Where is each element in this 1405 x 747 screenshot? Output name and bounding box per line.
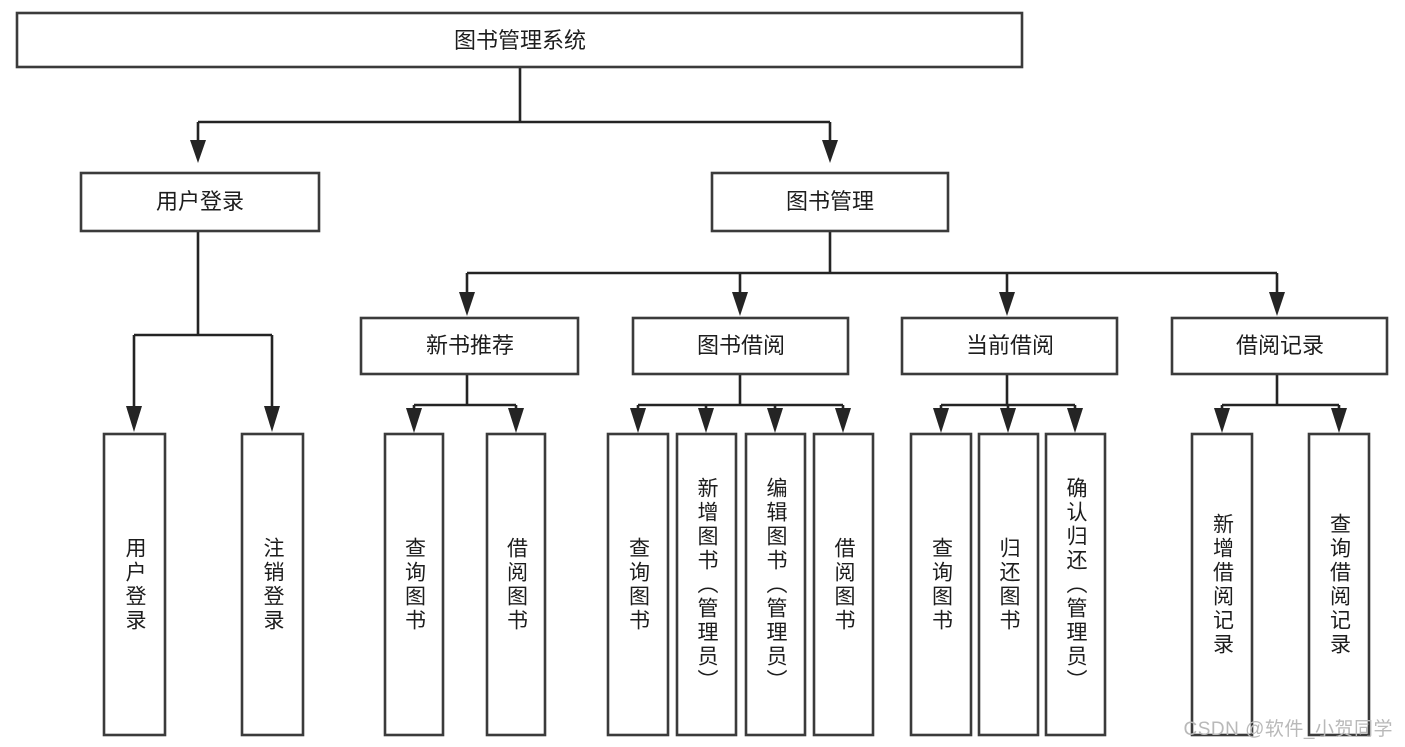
- leaf-bookborrow-borrow[interactable]: [812, 432, 875, 737]
- node-root-label: 图书管理系统: [454, 28, 586, 53]
- leaf-bookborrow-add[interactable]: [675, 432, 738, 737]
- leaf-currentborrow-query[interactable]: [909, 432, 973, 737]
- node-new-book-recommend[interactable]: 新书推荐: [359, 316, 580, 376]
- leaf-currentborrow-return[interactable]: [977, 432, 1040, 737]
- node-new-book-recommend-label: 新书推荐: [426, 333, 514, 358]
- leaf-bookborrow-edit[interactable]: [744, 432, 807, 737]
- connector-root-to-level2: [190, 67, 838, 163]
- connector-userlogin-to-leaves: [126, 231, 280, 432]
- connector-currentborrow-to-leaves: [933, 374, 1083, 433]
- node-book-management[interactable]: 图书管理: [710, 171, 950, 233]
- connector-borrowrecords-to-leaves: [1214, 374, 1347, 433]
- node-borrow-records-label: 借阅记录: [1236, 333, 1324, 358]
- node-user-login[interactable]: 用户登录: [79, 171, 321, 233]
- leaf-currentborrow-confirm[interactable]: [1044, 432, 1107, 737]
- node-current-borrow[interactable]: 当前借阅: [900, 316, 1119, 376]
- node-book-borrow[interactable]: 图书借阅: [631, 316, 850, 376]
- leaf-records-query[interactable]: [1307, 432, 1371, 737]
- leaf-bookborrow-query[interactable]: [606, 432, 670, 737]
- node-current-borrow-label: 当前借阅: [966, 333, 1054, 358]
- connector-bookborrow-to-leaves: [630, 374, 851, 433]
- leaf-newbook-borrow[interactable]: [485, 432, 547, 737]
- connector-newbook-to-leaves: [406, 374, 524, 433]
- csdn-watermark: CSDN @软件_小贺同学: [1183, 719, 1393, 740]
- leaf-records-add[interactable]: [1190, 432, 1254, 737]
- connector-bookmgmt-to-level3: [459, 231, 1285, 316]
- leaf-user-login-signout[interactable]: [240, 432, 305, 737]
- node-book-borrow-label: 图书借阅: [697, 333, 785, 358]
- node-borrow-records[interactable]: 借阅记录: [1170, 316, 1389, 376]
- leaf-newbook-query[interactable]: [383, 432, 445, 737]
- leaf-user-login-signin[interactable]: [102, 432, 167, 737]
- node-root[interactable]: 图书管理系统: [15, 11, 1024, 69]
- node-book-management-label: 图书管理: [786, 189, 874, 214]
- node-user-login-label: 用户登录: [156, 189, 244, 214]
